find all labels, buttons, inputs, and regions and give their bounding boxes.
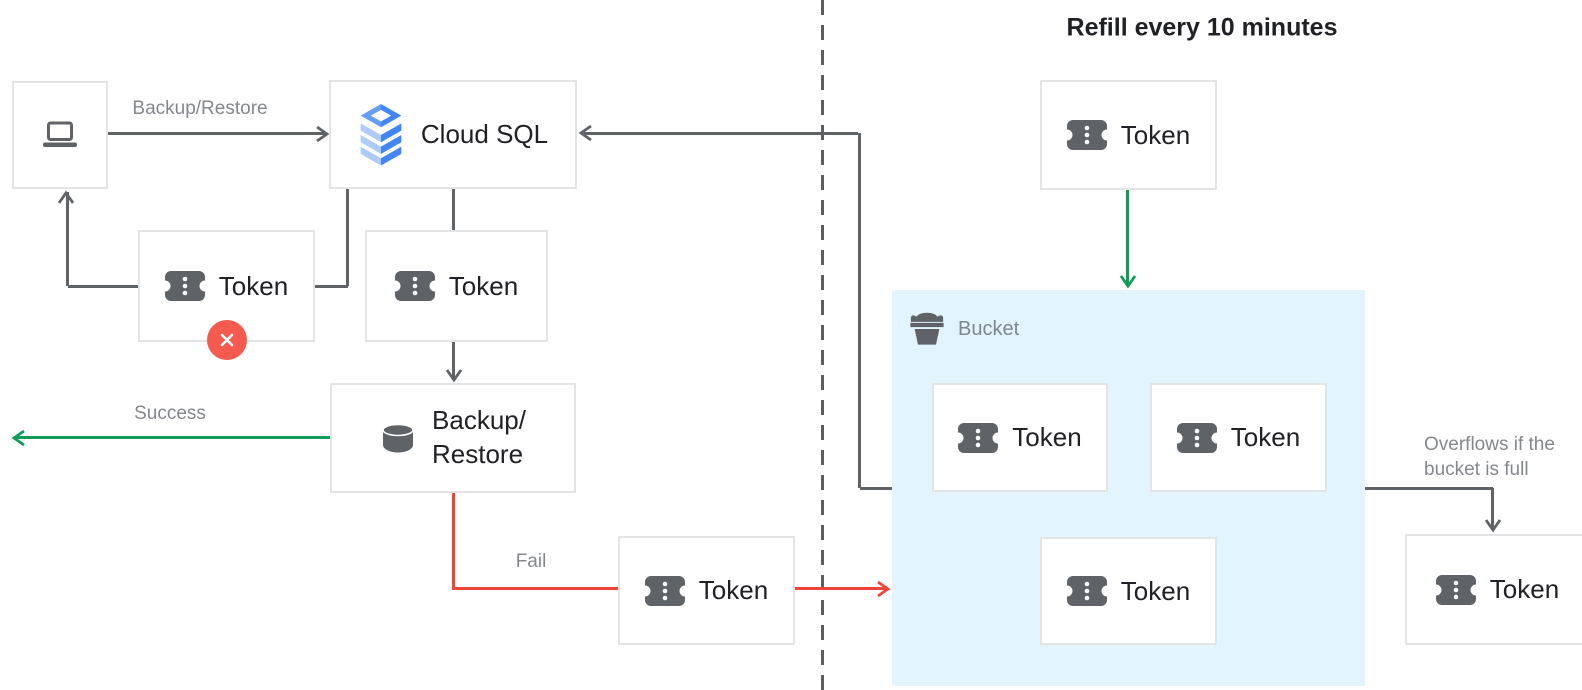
edge-label-overflow: Overflows if the bucket is full <box>1424 432 1555 482</box>
bucket-header: Bucket <box>908 312 1019 346</box>
cloud-sql-label: Cloud SQL <box>420 119 549 149</box>
token-icon <box>958 422 999 453</box>
bucket-token-1: Token <box>932 383 1108 492</box>
edge-label-success: Success <box>134 403 206 424</box>
edge-pending-token-to-backup <box>452 342 455 380</box>
token-icon <box>1435 574 1476 605</box>
edge-fail-h <box>452 587 618 590</box>
token-label: Token <box>1012 422 1082 452</box>
edge-cloudsql-to-pending-token <box>452 189 455 230</box>
edge-cloudsql-to-rejected-token-v <box>346 189 349 286</box>
bucket-token-2: Token <box>1150 383 1327 492</box>
token-label: Token <box>218 270 289 301</box>
token-label: Token <box>1489 574 1560 604</box>
client-node <box>12 81 108 189</box>
database-icon <box>382 423 414 453</box>
token-label: Token <box>1230 422 1301 452</box>
backup-restore-label-line2: Restore <box>432 439 524 469</box>
bucket-icon <box>910 312 944 345</box>
laptop-icon <box>43 121 77 147</box>
edge-label-fail: Fail <box>515 551 547 572</box>
edge-bucket-to-cloudsql-h1 <box>860 487 892 490</box>
arrowhead-down-overflow-icon <box>1484 519 1502 533</box>
token-icon <box>1066 120 1107 150</box>
arrowhead-right-icon <box>316 125 330 143</box>
arrowhead-right-red-icon <box>877 580 891 598</box>
arrowhead-up-icon <box>57 190 75 204</box>
token-icon <box>644 575 685 606</box>
edge-cloudsql-to-rejected-token-h <box>315 285 348 288</box>
edge-rejected-token-to-client-h <box>68 285 138 288</box>
edge-bucket-to-cloudsql-v <box>858 133 861 488</box>
edge-fail-v <box>452 493 455 589</box>
edge-overflow-h <box>1365 487 1493 490</box>
dashed-divider <box>821 0 824 690</box>
token-label: Token <box>1120 119 1191 150</box>
backup-restore-node: Backup/ Restore <box>330 383 576 493</box>
arrowhead-down-icon <box>445 369 463 383</box>
refill-heading: Refill every 10 minutes <box>1066 13 1338 42</box>
token-failed-node: Token <box>618 536 795 645</box>
token-label: Token <box>698 575 769 605</box>
bucket-token-3: Token <box>1040 537 1217 645</box>
token-pending-node: Token <box>365 230 548 342</box>
cloud-sql-icon <box>360 103 402 166</box>
token-icon <box>394 271 435 301</box>
error-x-icon <box>207 320 247 360</box>
cloud-sql-node: Cloud SQL <box>329 80 577 189</box>
token-overflow-node: Token <box>1405 534 1582 645</box>
edge-rejected-token-to-client-v <box>66 192 69 286</box>
arrowhead-down-green-icon <box>1119 275 1137 289</box>
token-icon <box>1066 576 1107 606</box>
token-refill-node: Token <box>1040 80 1217 190</box>
edge-overflow-v <box>1491 488 1494 530</box>
edge-refill-to-bucket <box>1126 190 1129 286</box>
edge-client-to-cloudsql <box>108 132 325 135</box>
token-icon <box>1176 422 1217 453</box>
arrowhead-left-green-icon <box>11 429 25 447</box>
bucket-label: Bucket <box>958 317 1020 340</box>
edge-success <box>14 436 330 439</box>
token-label: Token <box>448 270 519 301</box>
token-icon <box>164 271 205 301</box>
edge-bucket-to-cloudsql-h2 <box>584 132 858 135</box>
edge-failed-token-to-bucket <box>795 587 886 590</box>
token-label: Token <box>1120 575 1191 606</box>
backup-restore-label-line1: Backup/ <box>432 405 526 436</box>
edge-label-request: Backup/Restore <box>132 98 268 119</box>
edge-label-overflow-line2: bucket is full <box>1424 459 1529 481</box>
edge-label-overflow-line1: Overflows if the <box>1424 434 1555 455</box>
arrowhead-left-icon <box>578 124 592 142</box>
